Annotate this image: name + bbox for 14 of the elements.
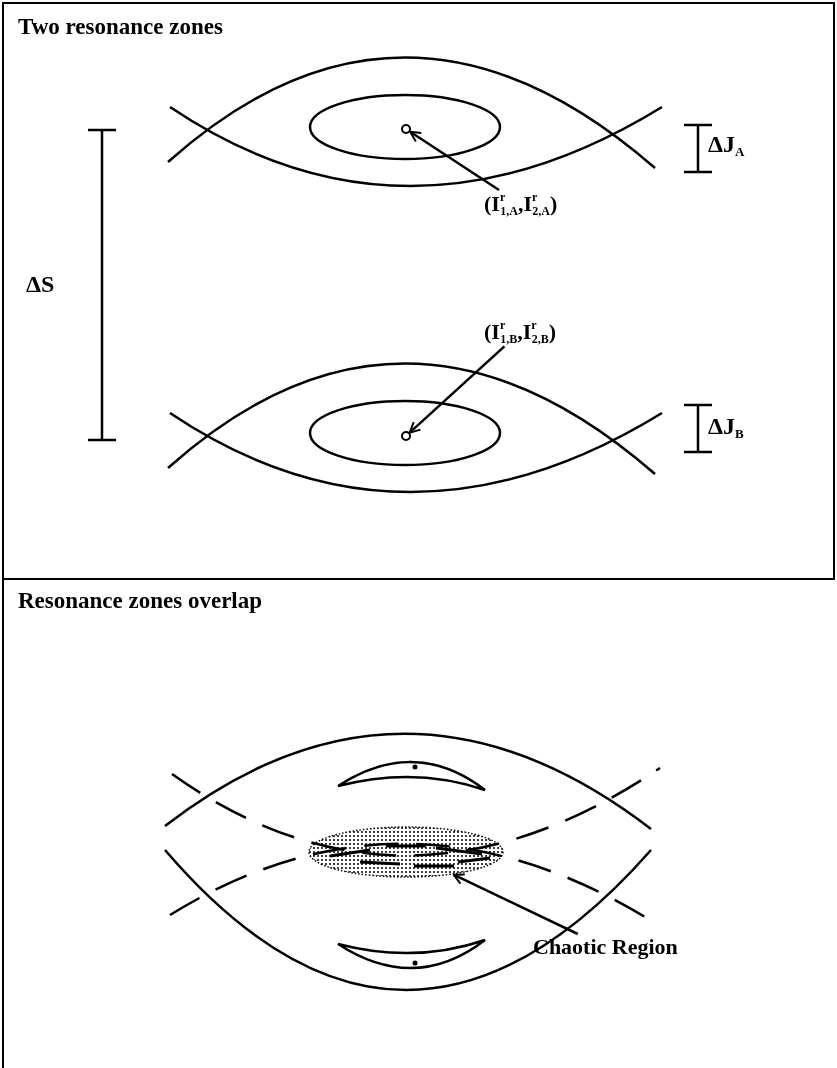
coordinate-label: (I$^{r}$$_{1,B}$,I$^{r}$$_{2,B}$) bbox=[484, 318, 556, 347]
dimension-label: ΔS bbox=[26, 270, 55, 299]
dimension-label: ΔJ$_{B}$ bbox=[708, 412, 744, 442]
fixed-point-circle bbox=[401, 431, 411, 441]
fixed-point-circle bbox=[401, 124, 411, 134]
panel bbox=[2, 2, 835, 580]
arrow bbox=[408, 345, 506, 434]
arrow bbox=[452, 873, 579, 936]
panel-heading: Two resonance zones bbox=[18, 14, 223, 40]
chaotic-region-ellipse bbox=[308, 826, 504, 878]
arrow bbox=[409, 130, 500, 192]
dimension-label: ΔJ$_{A}$ bbox=[708, 130, 745, 160]
panel-heading: Resonance zones overlap bbox=[18, 588, 263, 614]
coordinate-label: (I$^{r}$$_{1,A}$,I$^{r}$$_{2,A}$) bbox=[484, 190, 558, 219]
